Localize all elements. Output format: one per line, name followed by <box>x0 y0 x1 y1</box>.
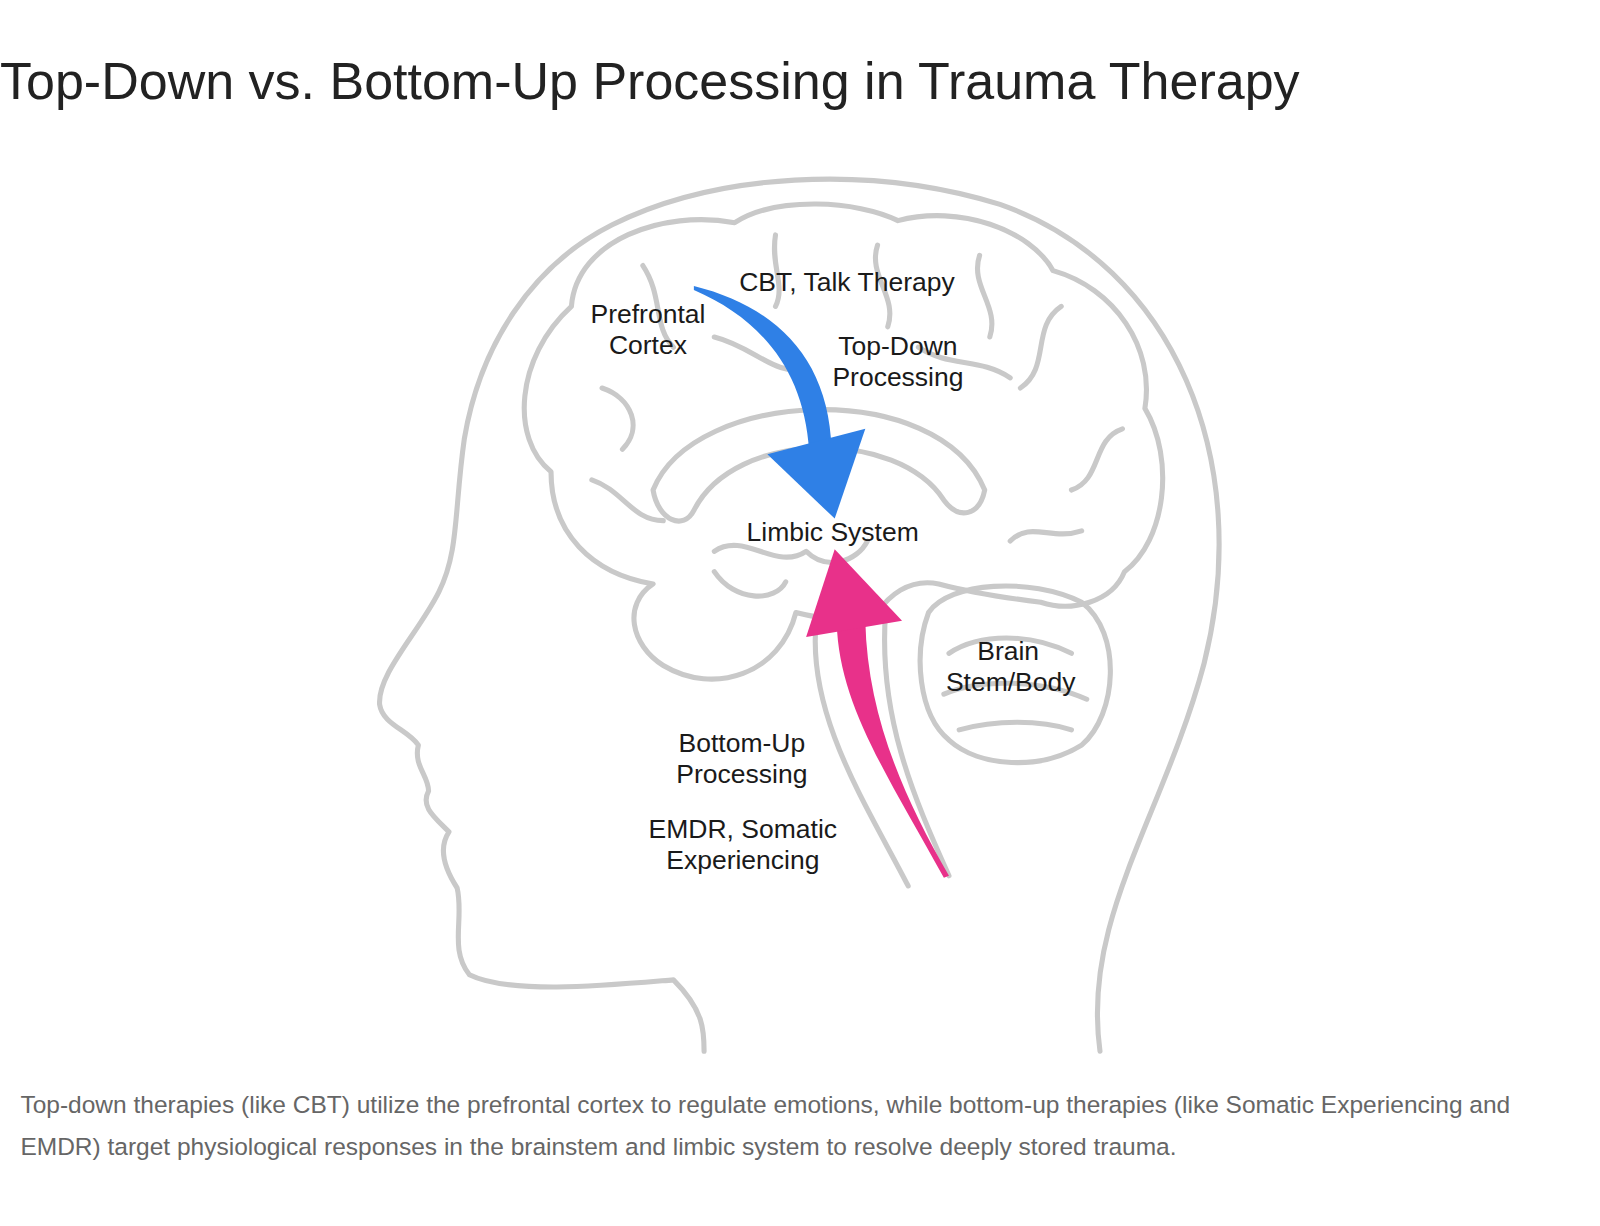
process-label: Bottom-Up Processing <box>655 728 828 790</box>
figure-caption: Top-down therapies (like CBT) utilize th… <box>20 1084 1581 1168</box>
region-label: Limbic System <box>700 517 965 548</box>
cerebellum-outline <box>920 586 1110 763</box>
brain-gyrus <box>592 235 1123 596</box>
region-label: Brain Stem/Body <box>946 636 1070 698</box>
bottom-up-arrowhead <box>806 549 902 637</box>
diagram-title: Top-Down vs. Bottom-Up Processing in Tra… <box>0 51 1300 111</box>
top-down-arrowhead <box>767 429 865 519</box>
region-label: Prefrontal Cortex <box>571 299 724 361</box>
therapy-label: EMDR, Somatic Experiencing <box>595 814 891 876</box>
process-label: Top-Down Processing <box>816 331 979 393</box>
head-outline <box>380 179 1220 1051</box>
cerebrum-outline <box>524 204 1162 679</box>
brainstem-line <box>885 610 949 875</box>
therapy-label: CBT, Talk Therapy <box>684 267 1011 298</box>
bottom-up-arrow-shaft <box>837 621 949 878</box>
top-down-arrow-shaft <box>694 286 832 451</box>
